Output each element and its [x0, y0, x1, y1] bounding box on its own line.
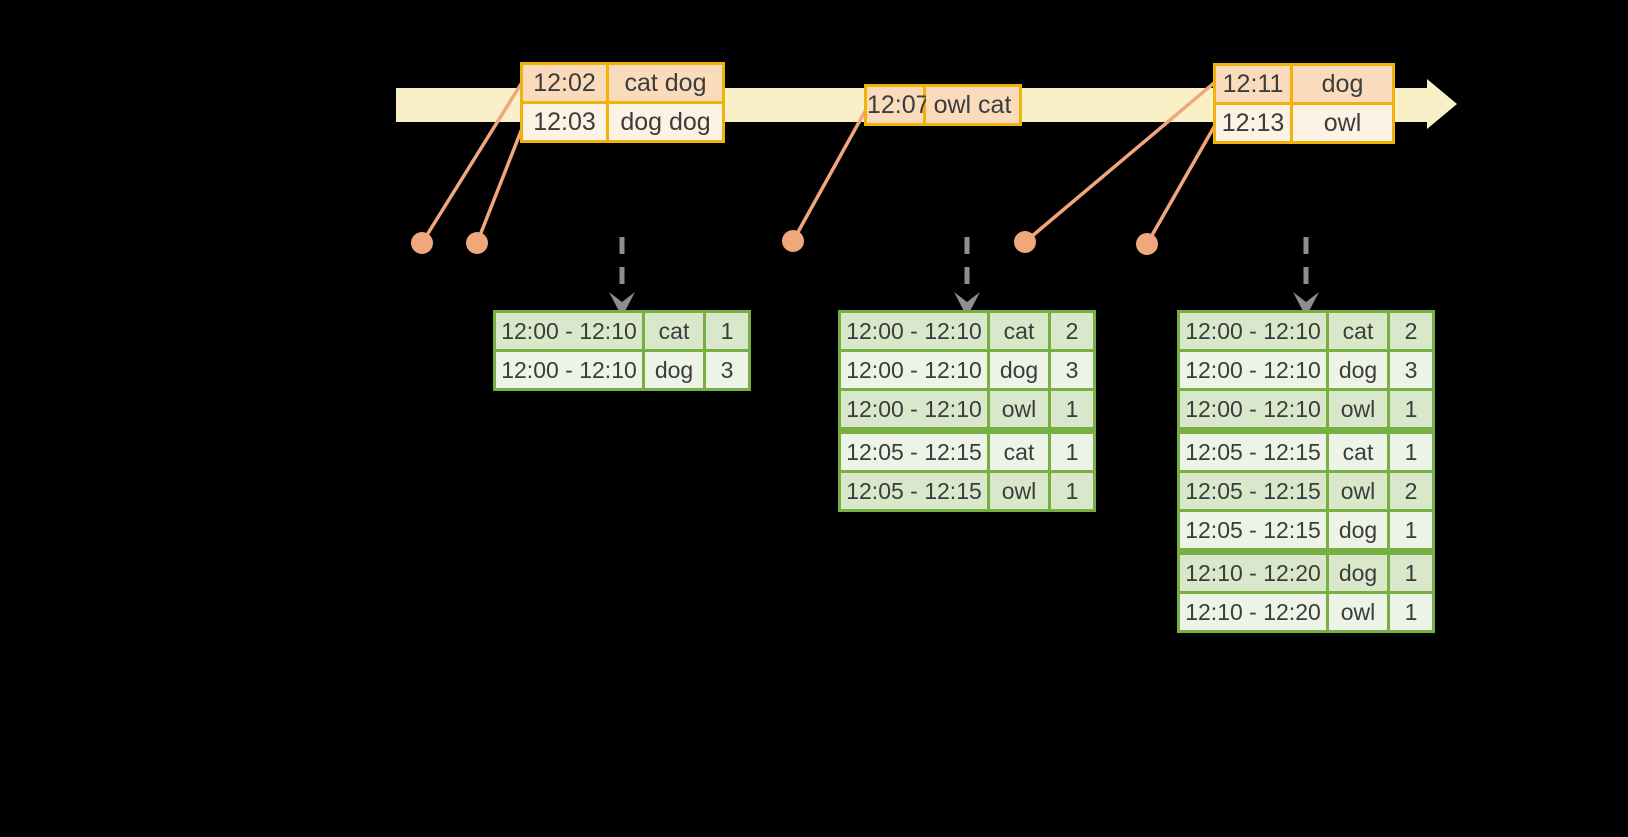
result-row: 12:10 - 12:20 dog 1 [1180, 555, 1432, 591]
count-cell: 1 [1390, 391, 1432, 427]
event-table-2: 12:07 owl cat [864, 84, 1022, 126]
count-cell: 1 [1390, 512, 1432, 548]
window-cell: 12:05 - 12:15 [841, 473, 987, 509]
event-line [420, 82, 523, 245]
event-table-1: 12:02 cat dog 12:03 dog dog [520, 62, 725, 143]
window-cell: 12:00 - 12:10 [1180, 352, 1326, 388]
window-cell: 12:05 - 12:15 [1180, 512, 1326, 548]
window-cell: 12:05 - 12:15 [841, 434, 987, 470]
window-cell: 12:00 - 12:10 [496, 313, 642, 349]
window-cell: 12:00 - 12:10 [841, 391, 987, 427]
window-cell: 12:05 - 12:15 [1180, 434, 1326, 470]
window-cell: 12:00 - 12:10 [841, 352, 987, 388]
count-cell: 3 [706, 352, 748, 388]
event-dot [1014, 231, 1036, 253]
word-cell: dog [1329, 512, 1387, 548]
trigger-arrows [609, 237, 1319, 317]
window-cell: 12:00 - 12:10 [1180, 313, 1326, 349]
event-row: 12:02 cat dog [523, 65, 722, 101]
window-cell: 12:00 - 12:10 [496, 352, 642, 388]
trigger-arrowhead-icon [1293, 292, 1319, 317]
event-time: 12:03 [523, 104, 606, 140]
event-dot [782, 230, 804, 252]
window-cell: 12:10 - 12:20 [1180, 555, 1326, 591]
word-cell: owl [1329, 473, 1387, 509]
result-row: 12:00 - 12:10 owl 1 [841, 391, 1093, 427]
event-words: cat dog [609, 65, 722, 101]
word-cell: dog [645, 352, 703, 388]
word-cell: owl [990, 391, 1048, 427]
result-row: 12:05 - 12:15 cat 1 [841, 434, 1093, 470]
word-cell: cat [990, 434, 1048, 470]
event-time: 12:02 [523, 65, 606, 101]
word-cell: cat [990, 313, 1048, 349]
count-cell: 2 [1390, 313, 1432, 349]
event-line [791, 104, 870, 243]
word-cell: cat [645, 313, 703, 349]
event-row: 12:03 dog dog [523, 104, 722, 140]
window-cell: 12:00 - 12:10 [841, 313, 987, 349]
word-cell: dog [1329, 352, 1387, 388]
window-cell: 12:00 - 12:10 [1180, 391, 1326, 427]
event-time: 12:07 [867, 87, 930, 123]
word-cell: owl [1329, 391, 1387, 427]
word-cell: cat [1329, 434, 1387, 470]
result-row: 12:00 - 12:10 dog 3 [841, 352, 1093, 388]
result-row: 12:05 - 12:15 owl 1 [841, 473, 1093, 509]
count-cell: 1 [1390, 594, 1432, 630]
result-table-1: 12:00 - 12:10 cat 1 12:00 - 12:10 dog 3 [493, 310, 751, 391]
word-cell: owl [1329, 594, 1387, 630]
trigger-arrowhead-icon [609, 292, 635, 317]
event-connector-lines [420, 81, 1216, 246]
event-time: 12:13 [1216, 105, 1290, 141]
count-cell: 1 [1390, 434, 1432, 470]
event-words: owl cat [926, 87, 1019, 123]
timeline-arrowhead-icon [1427, 79, 1457, 129]
count-cell: 1 [706, 313, 748, 349]
event-dot [1136, 233, 1158, 255]
event-row: 12:07 owl cat [867, 87, 1019, 123]
event-words: dog dog [609, 104, 722, 140]
event-row: 12:11 dog [1216, 66, 1392, 102]
result-row: 12:00 - 12:10 dog 3 [496, 352, 748, 388]
count-cell: 1 [1051, 391, 1093, 427]
result-row: 12:10 - 12:20 owl 1 [1180, 594, 1432, 630]
event-dot [466, 232, 488, 254]
word-cell: dog [990, 352, 1048, 388]
result-row: 12:00 - 12:10 cat 2 [841, 313, 1093, 349]
window-cell: 12:05 - 12:15 [1180, 473, 1326, 509]
result-row: 12:00 - 12:10 owl 1 [1180, 391, 1432, 427]
trigger-arrowhead-icon [954, 292, 980, 317]
result-table-3: 12:00 - 12:10 cat 2 12:00 - 12:10 dog 3 … [1177, 310, 1435, 633]
event-words: dog [1293, 66, 1392, 102]
event-dots [411, 230, 1158, 255]
count-cell: 3 [1051, 352, 1093, 388]
count-cell: 3 [1390, 352, 1432, 388]
event-line [1023, 81, 1216, 244]
result-row: 12:00 - 12:10 cat 1 [496, 313, 748, 349]
result-row: 12:00 - 12:10 cat 2 [1180, 313, 1432, 349]
result-row: 12:05 - 12:15 cat 1 [1180, 434, 1432, 470]
event-line [1145, 125, 1216, 246]
event-dot [411, 232, 433, 254]
count-cell: 2 [1390, 473, 1432, 509]
event-words: owl [1293, 105, 1392, 141]
result-row: 12:05 - 12:15 owl 2 [1180, 473, 1432, 509]
result-table-2: 12:00 - 12:10 cat 2 12:00 - 12:10 dog 3 … [838, 310, 1096, 512]
event-line [475, 124, 525, 245]
count-cell: 1 [1051, 473, 1093, 509]
word-cell: cat [1329, 313, 1387, 349]
count-cell: 1 [1390, 555, 1432, 591]
result-row: 12:05 - 12:15 dog 1 [1180, 512, 1432, 548]
word-cell: dog [1329, 555, 1387, 591]
window-cell: 12:10 - 12:20 [1180, 594, 1326, 630]
result-row: 12:00 - 12:10 dog 3 [1180, 352, 1432, 388]
word-cell: owl [990, 473, 1048, 509]
count-cell: 1 [1051, 434, 1093, 470]
event-row: 12:13 owl [1216, 105, 1392, 141]
event-table-3: 12:11 dog 12:13 owl [1213, 63, 1395, 144]
count-cell: 2 [1051, 313, 1093, 349]
event-time: 12:11 [1216, 66, 1290, 102]
